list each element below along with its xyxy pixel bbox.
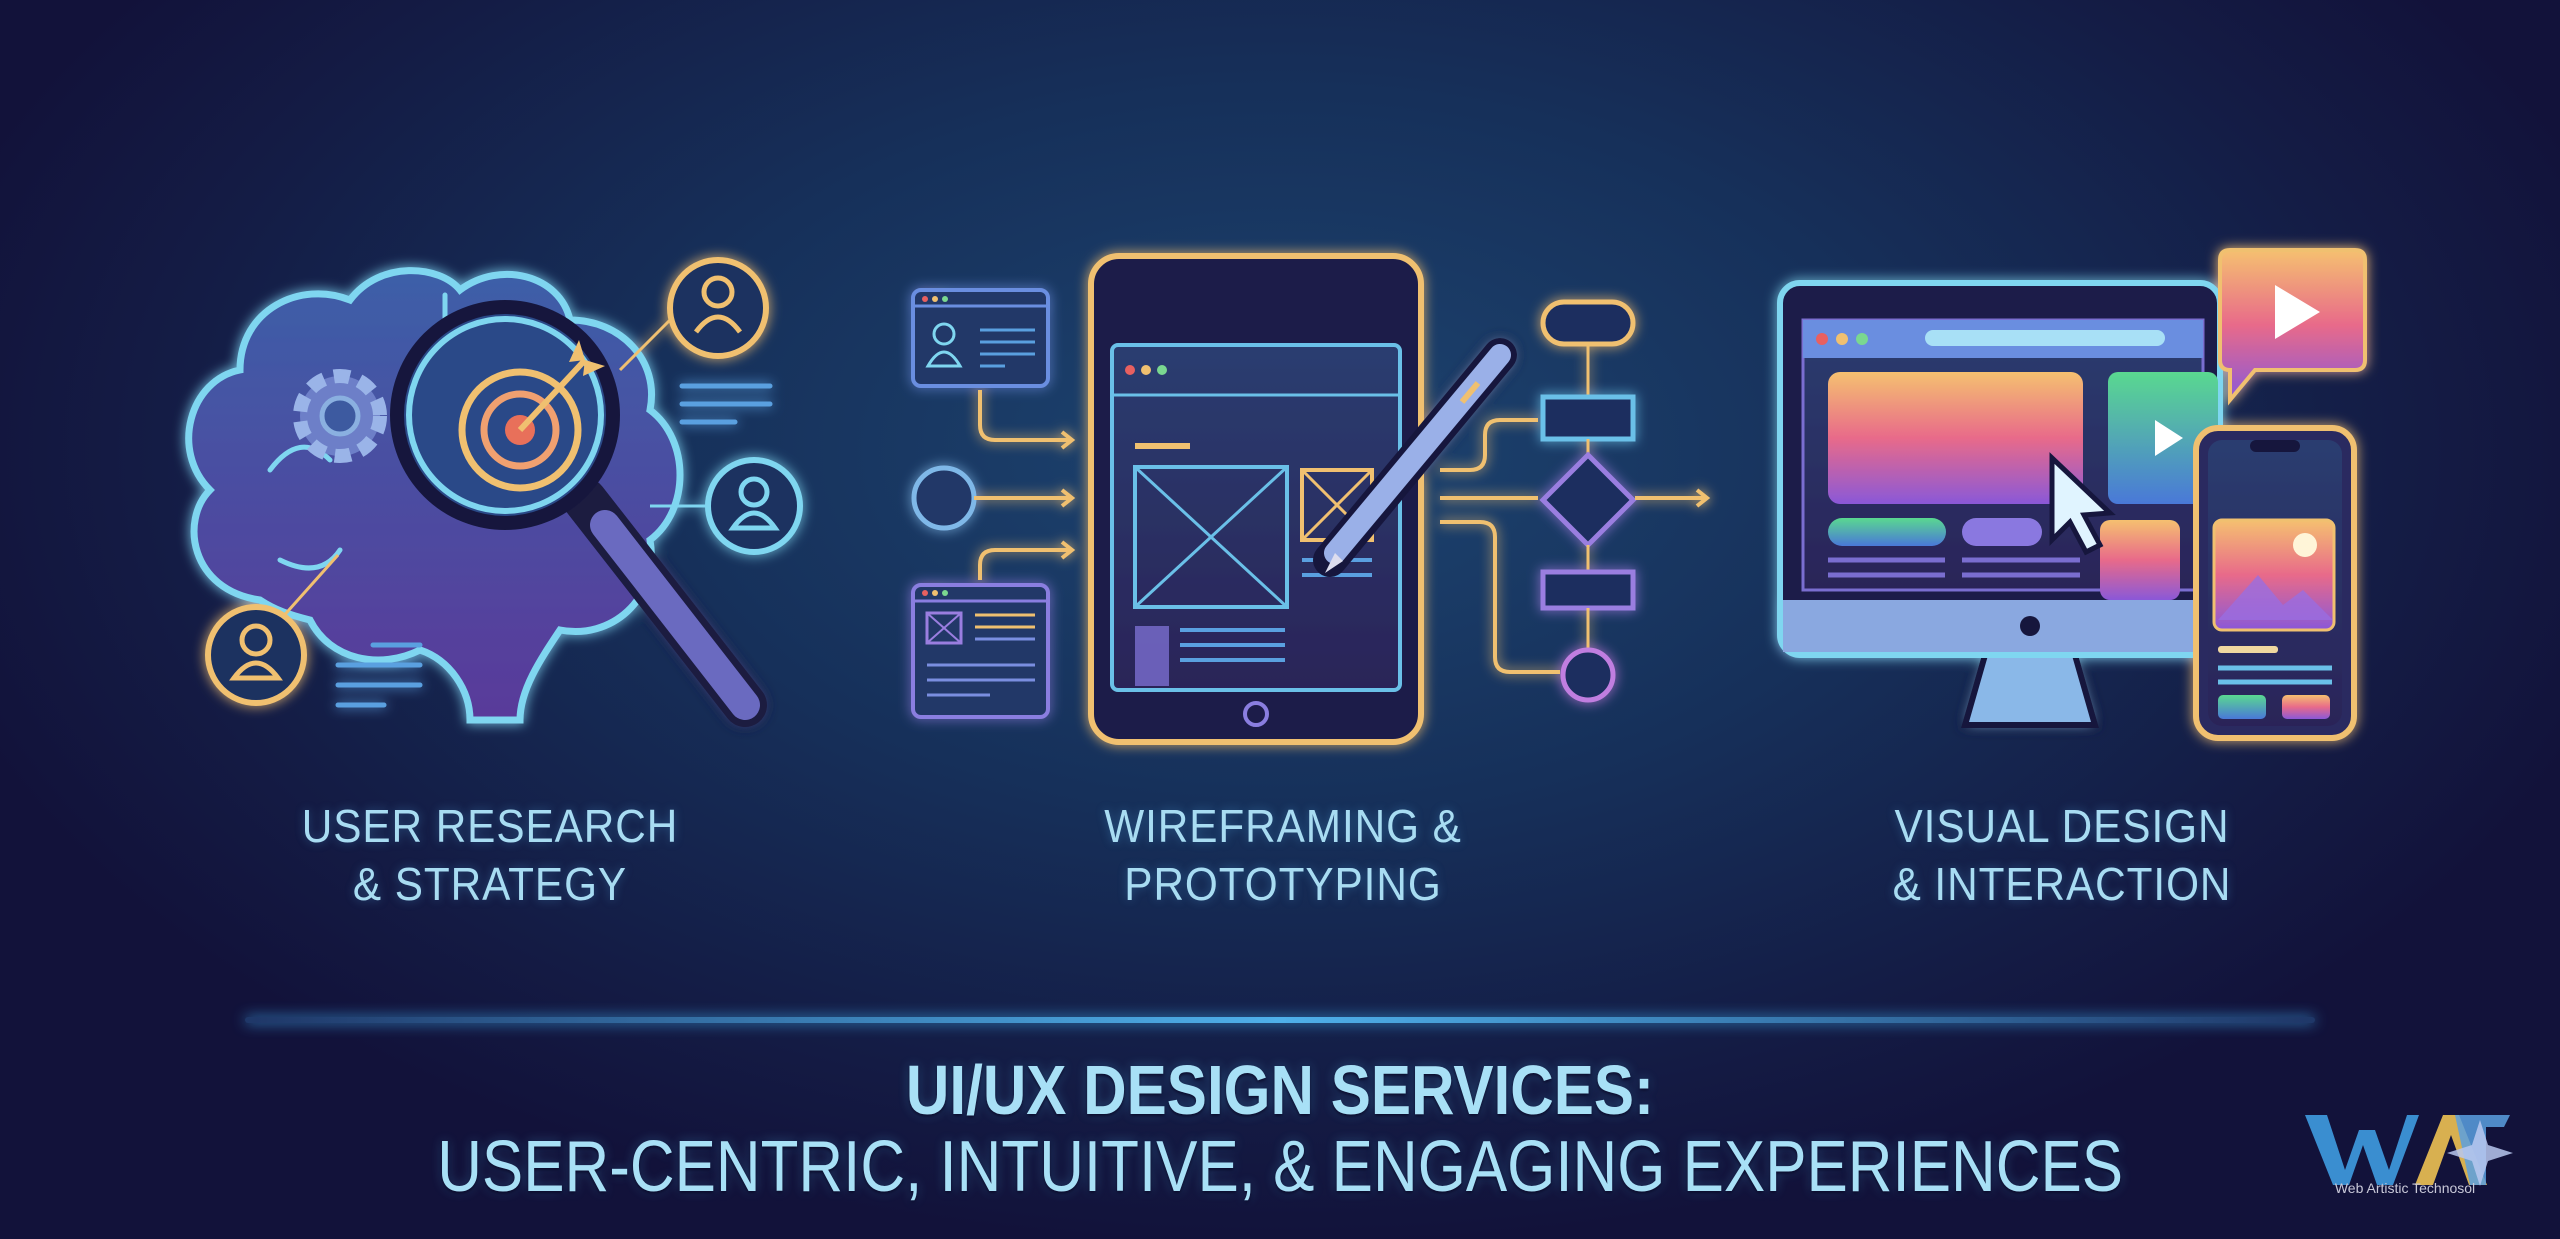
browser-window-icon	[911, 288, 1050, 388]
flowchart-icon	[1440, 299, 1711, 703]
caption-line: VISUAL DESIGN	[1894, 800, 2230, 852]
caption-line: & INTERACTION	[1892, 858, 2232, 910]
section-caption-wireframing: WIREFRAMING & PROTOTYPING	[983, 797, 1583, 913]
user-icon	[618, 257, 769, 372]
caption-line: USER RESEARCH	[301, 800, 679, 852]
tablet-wireframe-flowchart-icon	[911, 253, 1711, 745]
stylus-pen-icon	[1313, 338, 1517, 577]
user-icon	[650, 457, 803, 555]
subheadline-text: USER-CENTRIC, INTUITIVE, & ENGAGING EXPE…	[437, 1127, 2123, 1207]
browser-window-icon	[911, 583, 1050, 719]
divider	[245, 1017, 2315, 1023]
company-logo	[2305, 1115, 2513, 1186]
section-caption-visual-design: VISUAL DESIGN & INTERACTION	[1762, 797, 2362, 913]
caption-line: & STRATEGY	[352, 858, 628, 910]
gear-icon	[293, 369, 387, 463]
smartphone-icon	[2193, 425, 2357, 741]
user-icon	[205, 554, 340, 706]
brain-magnifier-target-icon	[185, 257, 803, 727]
subheadline: USER-CENTRIC, INTUITIVE, & ENGAGING EXPE…	[0, 1126, 2560, 1208]
company-name: Web Artistic Technosol	[2334, 1180, 2476, 1196]
section-caption-user-research: USER RESEARCH & STRATEGY	[190, 797, 790, 913]
cursor-icon	[2049, 452, 2116, 556]
caption-line: WIREFRAMING &	[1104, 800, 1462, 852]
target-icon	[458, 340, 605, 492]
headline: UI/UX DESIGN SERVICES:	[0, 1050, 2560, 1130]
text-lines-icon	[335, 383, 773, 708]
monitor-phone-play-icon	[1777, 248, 2367, 741]
headline-text: UI/UX DESIGN SERVICES:	[905, 1051, 1655, 1129]
caption-line: PROTOTYPING	[1124, 858, 1442, 910]
play-bubble-icon	[2218, 248, 2367, 406]
tablet-icon	[1088, 253, 1424, 745]
monitor-icon	[1777, 280, 2223, 728]
